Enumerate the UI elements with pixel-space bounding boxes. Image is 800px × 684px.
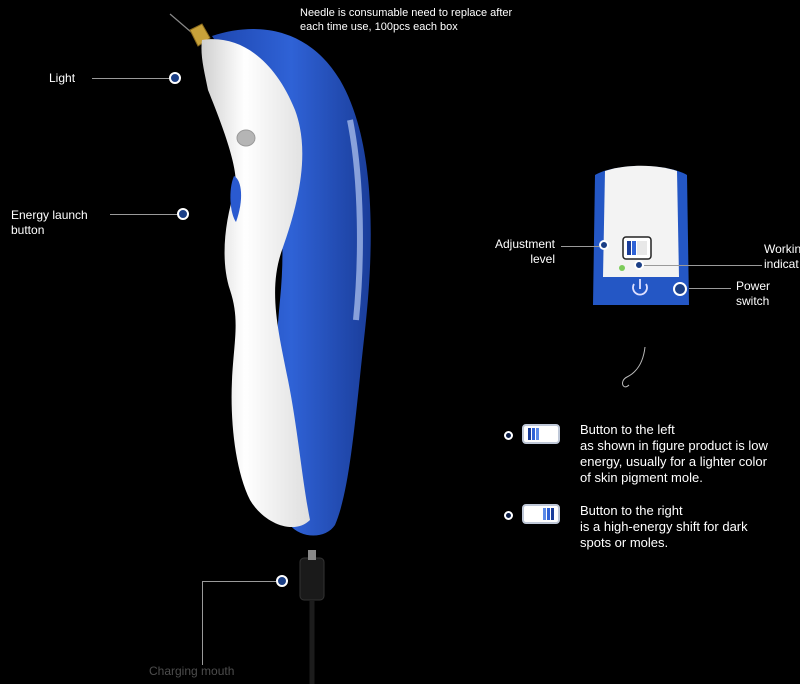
power-icon	[632, 279, 648, 296]
label-working-line2: indicat	[764, 257, 799, 271]
label-adjustment: Adjustment level	[480, 237, 555, 267]
leader-light	[92, 78, 170, 79]
working-indicator-light	[619, 265, 625, 271]
needle-note-line2: each time use, 100pcs each box	[300, 21, 458, 33]
label-working: Workin indicat	[764, 242, 800, 272]
label-adjustment-line2: level	[530, 252, 555, 266]
legend-title-left: Button to the left	[580, 422, 675, 437]
needle-note-line1: Needle is consumable need to replace aft…	[300, 7, 513, 19]
legend-line-right-1: is a high-energy shift for dark	[580, 519, 748, 534]
leader-working	[644, 265, 762, 266]
usb-cable-icon	[299, 557, 325, 601]
marker-adjustment	[599, 240, 609, 250]
leader-power	[689, 288, 731, 289]
needle-note: Needle is consumable need to replace aft…	[300, 6, 512, 34]
switch-right-icon	[522, 504, 560, 524]
marker-light	[169, 72, 181, 84]
leader-charging-h	[202, 581, 276, 582]
label-power-line2: switch	[736, 294, 770, 308]
label-power: Power switch	[736, 279, 770, 309]
legend-item-left: Button to the left as shown in figure pr…	[580, 422, 768, 486]
label-working-line1: Workin	[764, 242, 800, 256]
device-back-closeup	[593, 165, 689, 305]
legend-bullet-right	[504, 511, 513, 520]
marker-energy-launch	[177, 208, 189, 220]
legend-item-right: Button to the right is a high-energy shi…	[580, 503, 748, 551]
label-energy-launch: Energy launch button	[11, 208, 88, 238]
legend-line-left-2: energy, usually for a lighter color	[580, 454, 767, 469]
marker-working	[634, 260, 644, 270]
label-charging: Charging mouth	[149, 664, 235, 678]
legend-bullet-left	[504, 431, 513, 440]
legend-line-right-2: spots or moles.	[580, 535, 669, 550]
label-energy-launch-line1: Energy launch	[11, 208, 88, 222]
label-power-line1: Power	[736, 279, 771, 293]
switch-left-icon	[522, 424, 560, 444]
marker-power	[673, 282, 687, 296]
legend-title-right: Button to the right	[580, 503, 683, 518]
device-illustration	[169, 13, 371, 684]
marker-charging	[276, 575, 288, 587]
cable-curl-decoration	[622, 346, 646, 388]
leader-energy-launch	[110, 214, 178, 215]
label-energy-launch-line2: button	[11, 223, 45, 237]
leader-charging-v	[202, 581, 203, 665]
label-light: Light	[49, 71, 76, 85]
legend-line-left-3: of skin pigment mole.	[580, 470, 703, 485]
legend-line-left-1: as shown in figure product is low	[580, 438, 768, 453]
label-adjustment-line1: Adjustment	[494, 237, 555, 251]
leader-adjustment	[561, 246, 599, 247]
